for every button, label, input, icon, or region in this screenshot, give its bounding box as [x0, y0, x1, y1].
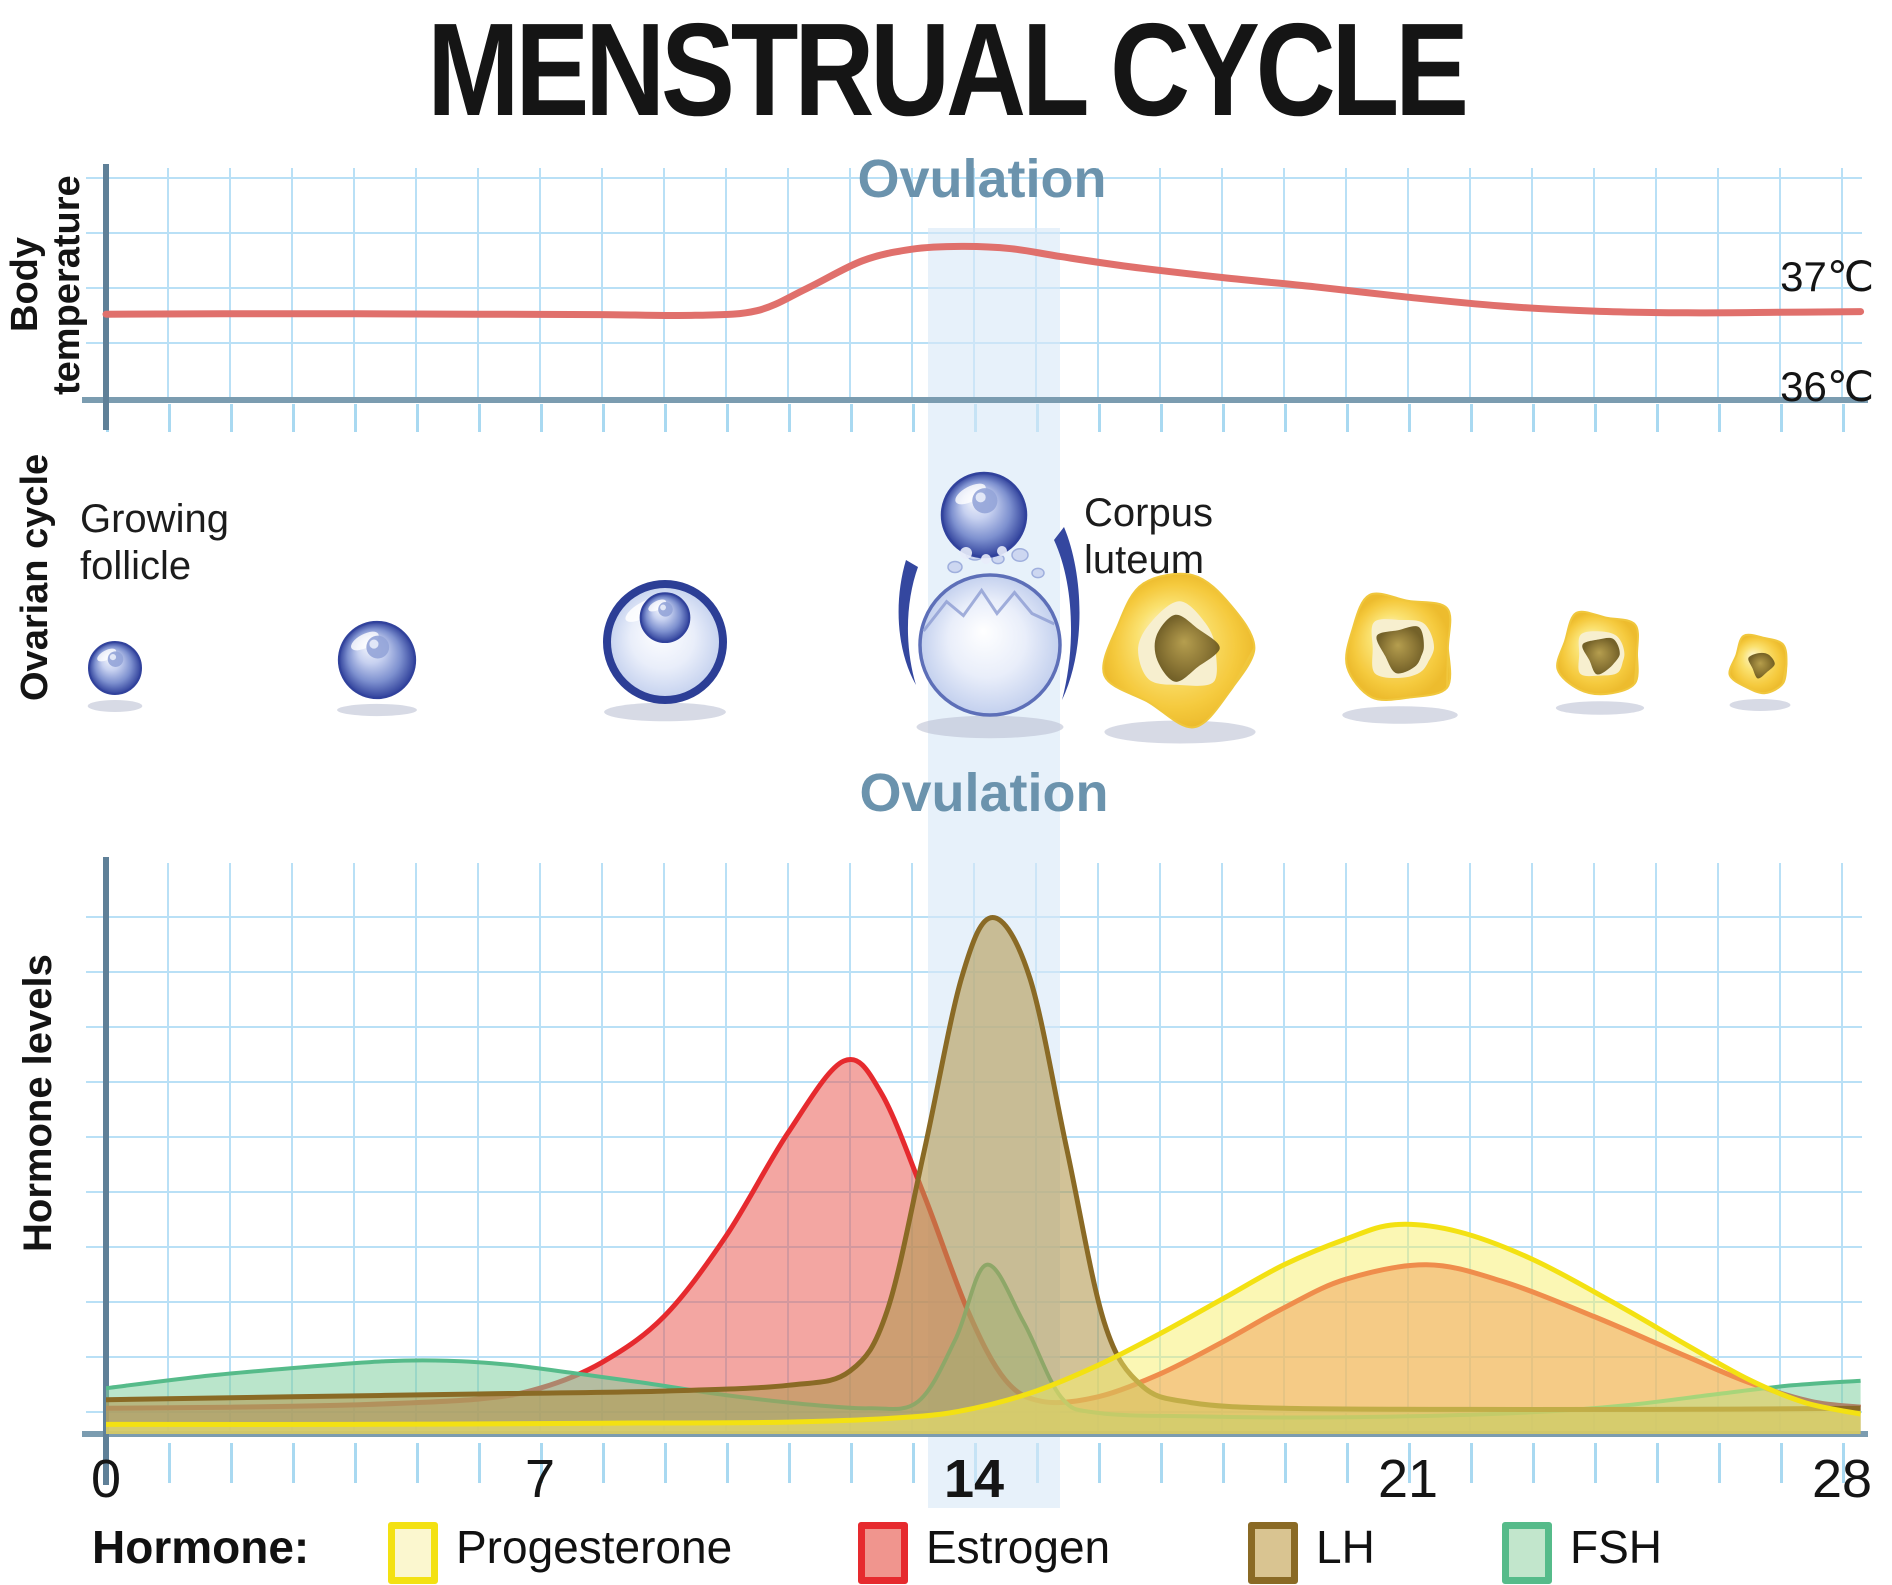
ovulation-band — [928, 228, 1060, 1508]
day-tick-14: 14 — [943, 1449, 1005, 1509]
temperature-36c-label: 36℃ — [1780, 363, 1874, 410]
legend-label-lh: LH — [1316, 1521, 1375, 1573]
secondary-follicle — [337, 620, 417, 717]
corpus-luteum — [1342, 592, 1458, 724]
legend-title: Hormone: — [92, 1521, 310, 1573]
corpus-luteum-label: Corpus luteum — [1084, 491, 1213, 582]
follicle-shadow — [337, 703, 417, 717]
ovulation-label-top: Ovulation — [857, 149, 1107, 209]
axis-label-ovarian-cycle: Ovarian cycle — [14, 453, 56, 701]
follicle-shadow — [1104, 720, 1256, 744]
legend-label-estrogen: Estrogen — [926, 1521, 1111, 1573]
follicle-shadow — [604, 702, 726, 722]
mature-follicle — [603, 580, 727, 722]
temperature-x-axis — [82, 397, 1868, 403]
fsh-swatch-icon — [1502, 1522, 1552, 1584]
follicle-shadow — [1342, 706, 1458, 724]
day-tick-21: 21 — [1377, 1449, 1439, 1509]
axis-label-hormone-levels: Hormone levels — [16, 954, 60, 1252]
temperature-37c-label: 37℃ — [1780, 253, 1874, 300]
growing-follicle-label: Growing follicle — [80, 497, 229, 588]
page-title: MENSTRUAL CYCLE — [427, 0, 1469, 143]
lh-swatch-icon — [1248, 1522, 1298, 1584]
corpus-luteum-early — [1102, 572, 1256, 744]
day-tick-7: 7 — [524, 1449, 556, 1509]
progesterone-swatch-icon — [388, 1522, 438, 1584]
day-tick-0: 0 — [90, 1449, 122, 1509]
hormone-legend: Hormone: Progesterone Estrogen LH FSH — [0, 1516, 1892, 1584]
day-tick-28: 28 — [1811, 1449, 1873, 1509]
estrogen-swatch-icon — [858, 1522, 908, 1584]
hormone-x-axis — [82, 1431, 1868, 1437]
legend-label-progesterone: Progesterone — [456, 1521, 733, 1573]
corpus-luteum-regressing — [1555, 610, 1645, 715]
hormone-y-axis — [103, 857, 109, 1485]
legend-label-fsh: FSH — [1570, 1521, 1662, 1573]
follicle-shadow — [1555, 701, 1645, 715]
corpus-albicans — [1728, 633, 1791, 711]
temperature-y-axis — [103, 164, 109, 430]
follicle-shadow — [1729, 699, 1791, 711]
axis-label-body-temperature: Body temperature — [4, 175, 88, 395]
follicle-shadow — [87, 700, 143, 712]
primary-follicle — [87, 641, 143, 712]
ovulation-label-ovarian: Ovulation — [859, 763, 1109, 823]
